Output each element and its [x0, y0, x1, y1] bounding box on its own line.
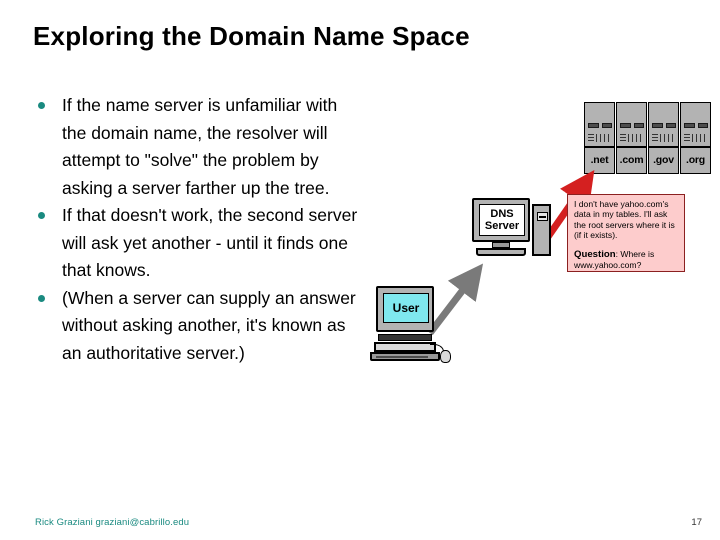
- keyboard-base: [370, 352, 440, 361]
- bullet-dot-icon: [38, 212, 45, 219]
- footer-credit: Rick Graziani graziani@cabrillo.edu: [35, 517, 190, 528]
- rack-slot-row: [588, 123, 612, 128]
- list-item-text: If the name server is unfamiliar with th…: [62, 95, 338, 198]
- root-server-com: .com: [616, 102, 647, 174]
- list-item: If that doesn't work, the second server …: [33, 202, 363, 285]
- page-title: Exploring the Domain Name Space: [33, 21, 470, 51]
- rack-slot-row: [652, 123, 676, 128]
- callout-question-text: : Where is www.yahoo.com?: [574, 248, 655, 271]
- rack-divider: [681, 146, 710, 148]
- rack-slot: [684, 123, 695, 128]
- keyboard-middle: [374, 342, 436, 352]
- rack-vents-icon: [588, 133, 612, 142]
- rack-slot-row: [620, 123, 644, 128]
- rack-vents-icon: [684, 133, 708, 142]
- root-server-label: .net: [590, 154, 609, 166]
- page-number: 17: [691, 517, 702, 528]
- rack-divider: [617, 146, 646, 148]
- monitor-body: User: [376, 286, 434, 332]
- rack-slot: [620, 123, 631, 128]
- dns-server-icon: DNS Server: [472, 198, 552, 266]
- root-server-label: .org: [685, 154, 706, 166]
- drive-bay-icon: [537, 212, 548, 221]
- bullet-dot-icon: [38, 294, 45, 302]
- list-item-text: (When a server can supply an answer with…: [62, 287, 356, 363]
- monitor-body: DNS Server: [472, 198, 530, 242]
- mouse-icon: [440, 350, 451, 363]
- callout-statement: I don't have yahoo.com's data in my tabl…: [574, 199, 675, 241]
- computer-tower-icon: [532, 204, 551, 256]
- keyboard-top: [378, 334, 432, 341]
- dns-screen-line-2: Server: [484, 220, 520, 232]
- list-item: (When a server can supply an answer with…: [33, 285, 363, 368]
- root-server-label: .gov: [653, 154, 674, 166]
- dns-resolution-diagram: .net .com .gov .org: [360, 90, 720, 380]
- user-computer-icon: User: [368, 286, 460, 368]
- root-server-gov: .gov: [648, 102, 679, 174]
- monitor-neck: [492, 242, 510, 248]
- rack-vents-icon: [620, 133, 644, 142]
- list-item: If the name server is unfamiliar with th…: [33, 92, 363, 202]
- root-server-label: .com: [619, 154, 644, 166]
- rack-slot: [601, 123, 612, 128]
- bullet-dot-icon: [38, 102, 45, 109]
- root-server-net: .net: [584, 102, 615, 174]
- rack-slot: [665, 123, 676, 128]
- callout-question: Question: Where is www.yahoo.com?: [574, 249, 679, 271]
- monitor-screen: User: [383, 293, 429, 323]
- rack-divider: [649, 146, 678, 148]
- rack-divider: [585, 146, 614, 148]
- rack-vents-icon: [652, 133, 676, 142]
- dns-server-callout-box: I don't have yahoo.com's data in my tabl…: [567, 194, 685, 272]
- monitor-screen: DNS Server: [479, 204, 525, 236]
- rack-slot: [588, 123, 599, 128]
- rack-slot-row: [684, 123, 708, 128]
- user-to-dns-arrow: [427, 263, 484, 336]
- root-server-org: .org: [680, 102, 711, 174]
- rack-slot: [697, 123, 708, 128]
- dns-screen-line-1: DNS: [490, 208, 514, 220]
- list-item-text: If that doesn't work, the second server …: [62, 205, 358, 280]
- callout-question-label: Question: [574, 248, 616, 260]
- rack-slot: [633, 123, 644, 128]
- mouse-cord: [430, 344, 444, 355]
- monitor-base: [476, 248, 526, 256]
- bullet-list: If the name server is unfamiliar with th…: [33, 92, 363, 367]
- rack-slot: [652, 123, 663, 128]
- user-screen-label: User: [392, 301, 420, 315]
